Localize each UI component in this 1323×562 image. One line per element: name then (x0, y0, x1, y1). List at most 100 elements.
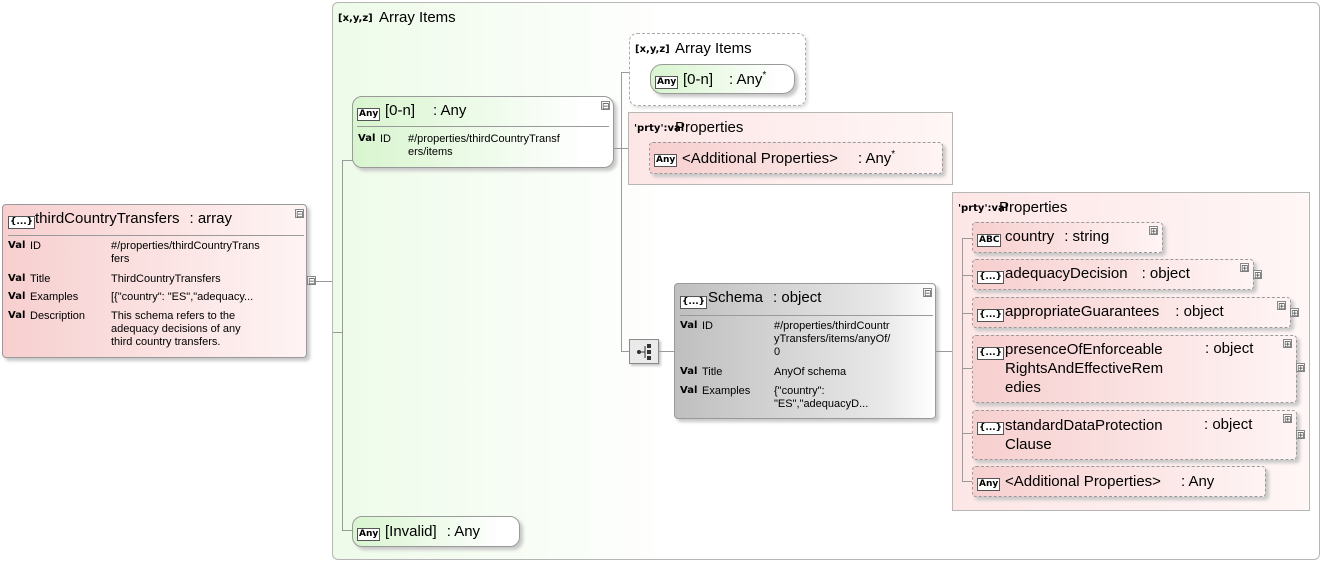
val-icon: Val (680, 320, 698, 331)
inner-array-items-title: Array Items (675, 40, 752, 57)
expand-icon[interactable]: ⊞ (1296, 430, 1305, 440)
item-type: : Any (433, 102, 467, 119)
properties-top: 'prty':val Properties Any <Additional Pr… (628, 112, 953, 185)
expand-icon[interactable]: ⊞ (1253, 270, 1262, 280)
row-value: ThirdCountryTransfers (111, 273, 221, 285)
row-value: #/properties/thirdCountryTrans fers (111, 240, 260, 265)
expand-icon[interactable]: ⊞ (1277, 301, 1286, 311)
connector (621, 351, 629, 352)
connector (962, 368, 972, 369)
property-appropriate-guarantees[interactable]: {...} appropriateGuarantees: object ⊞ (972, 297, 1291, 328)
row-value: This schema refers to the adequacy decis… (111, 310, 241, 348)
item-name: <Additional Properties> (682, 150, 838, 167)
expand-icon[interactable]: ⊞ (1240, 263, 1249, 273)
collapse-icon[interactable]: ⊟ (295, 209, 304, 219)
any-icon: Any (655, 76, 679, 89)
connector (936, 351, 953, 352)
item-name: [0-n] (385, 102, 416, 119)
property-name: country (1005, 228, 1055, 245)
optional-mark: * (762, 70, 767, 81)
val-icon: Val (8, 240, 26, 251)
collapse-icon[interactable]: ⊟ (923, 288, 932, 298)
connector (962, 433, 972, 434)
row-value: #/properties/thirdCountryTransf ers/item… (408, 133, 560, 158)
object-icon: {...} (977, 422, 1005, 435)
property-standard-data-protection-clause[interactable]: {...} standardDataProtection Clause : ob… (972, 410, 1297, 460)
additional-properties-node[interactable]: Any <Additional Properties>: Any* (649, 142, 943, 174)
item-type: : Any (857, 150, 892, 167)
object-icon: {...} (8, 216, 36, 229)
connector (962, 313, 972, 314)
item-0n-node[interactable]: Any [0-n]: Any ⊟ Val ID #/properties/thi… (352, 96, 614, 168)
properties-icon: 'prty':val (634, 123, 685, 134)
connector (333, 332, 343, 333)
properties-title: Properties (675, 119, 744, 136)
invalid-node[interactable]: Any [Invalid] : Any (352, 516, 520, 547)
root-name: thirdCountryTransfers (35, 210, 180, 227)
property-additional-properties[interactable]: Any <Additional Properties> : Any (972, 466, 1266, 497)
row-key: Title (702, 366, 723, 378)
connector (342, 160, 354, 161)
row-key: Description (30, 310, 86, 322)
expand-icon[interactable]: ⊞ (1149, 226, 1158, 236)
connector (614, 148, 622, 149)
property-type: : object (1204, 416, 1253, 433)
schema-type: : object (773, 289, 822, 306)
root-type: : array (189, 210, 233, 227)
divider (8, 235, 304, 236)
property-type: : object (1205, 340, 1254, 357)
val-icon: Val (8, 291, 26, 302)
inner-array-items[interactable]: [x,y,z] Array Items Any [0-n] : Any* (629, 33, 806, 106)
row-value: [{"country": "ES","adequacy... (111, 291, 254, 303)
connector (962, 238, 972, 239)
any-icon: Any (977, 478, 1001, 491)
row-value: {"country": "ES","adequacyD... (774, 385, 869, 410)
property-country[interactable]: ABC country: string ⊞ (972, 222, 1163, 253)
row-key: ID (380, 133, 391, 145)
root-node[interactable]: {...} thirdCountryTransfers : array ⊟ Val… (2, 204, 307, 358)
expand-icon[interactable]: ⊞ (1283, 339, 1292, 349)
property-type: : object (1141, 265, 1190, 282)
row-key: Title (30, 273, 51, 285)
any-icon: Any (357, 528, 381, 541)
schema-node[interactable]: {...} Schema: object ⊟ Val ID #/properti… (674, 283, 936, 419)
any-icon: Any (357, 108, 381, 121)
val-icon: Val (680, 366, 698, 377)
expand-icon[interactable]: ⊞ (1283, 414, 1292, 424)
array-items-title: Array Items (379, 9, 456, 26)
row-value: AnyOf schema (774, 366, 847, 378)
invalid-type: : Any (446, 523, 481, 540)
property-type: : Any (1180, 473, 1215, 490)
collapse-icon[interactable]: ⊟ (307, 276, 316, 286)
array-icon: [x,y,z] (338, 13, 373, 24)
object-icon: {...} (977, 271, 1005, 284)
expand-icon[interactable]: ⊞ (1290, 308, 1299, 318)
val-icon: Val (680, 385, 698, 396)
collapse-icon[interactable]: ⊟ (601, 101, 610, 111)
val-icon: Val (8, 273, 26, 284)
property-presence-of-enforceable-rights[interactable]: {...} presenceOfEnforceable RightsAndEff… (972, 335, 1297, 403)
schema-name: Schema (708, 289, 764, 306)
object-icon: {...} (977, 347, 1005, 360)
object-icon: {...} (680, 296, 708, 309)
anyof-choice-icon[interactable] (629, 339, 659, 364)
string-icon: ABC (977, 234, 1002, 247)
row-key: ID (702, 320, 713, 332)
connector (307, 281, 333, 282)
expand-icon[interactable]: ⊞ (1296, 363, 1305, 373)
array-icon: [x,y,z] (635, 44, 670, 55)
connector (621, 148, 629, 149)
row-key: Examples (702, 385, 751, 397)
property-name: <Additional Properties> (1005, 473, 1161, 490)
connector (342, 530, 354, 531)
properties-icon: 'prty':val (958, 203, 1009, 214)
item-type: : Any (729, 71, 763, 88)
connector (621, 72, 629, 73)
inner-item-node[interactable]: Any [0-n] : Any* (650, 64, 795, 94)
property-adequacy-decision[interactable]: {...} adequacyDecision: object ⊞ (972, 259, 1254, 290)
divider (680, 315, 933, 316)
connector (659, 351, 675, 352)
invalid-name: [Invalid] (385, 523, 437, 540)
item-name: [0-n] (683, 71, 714, 88)
divider (357, 126, 609, 127)
